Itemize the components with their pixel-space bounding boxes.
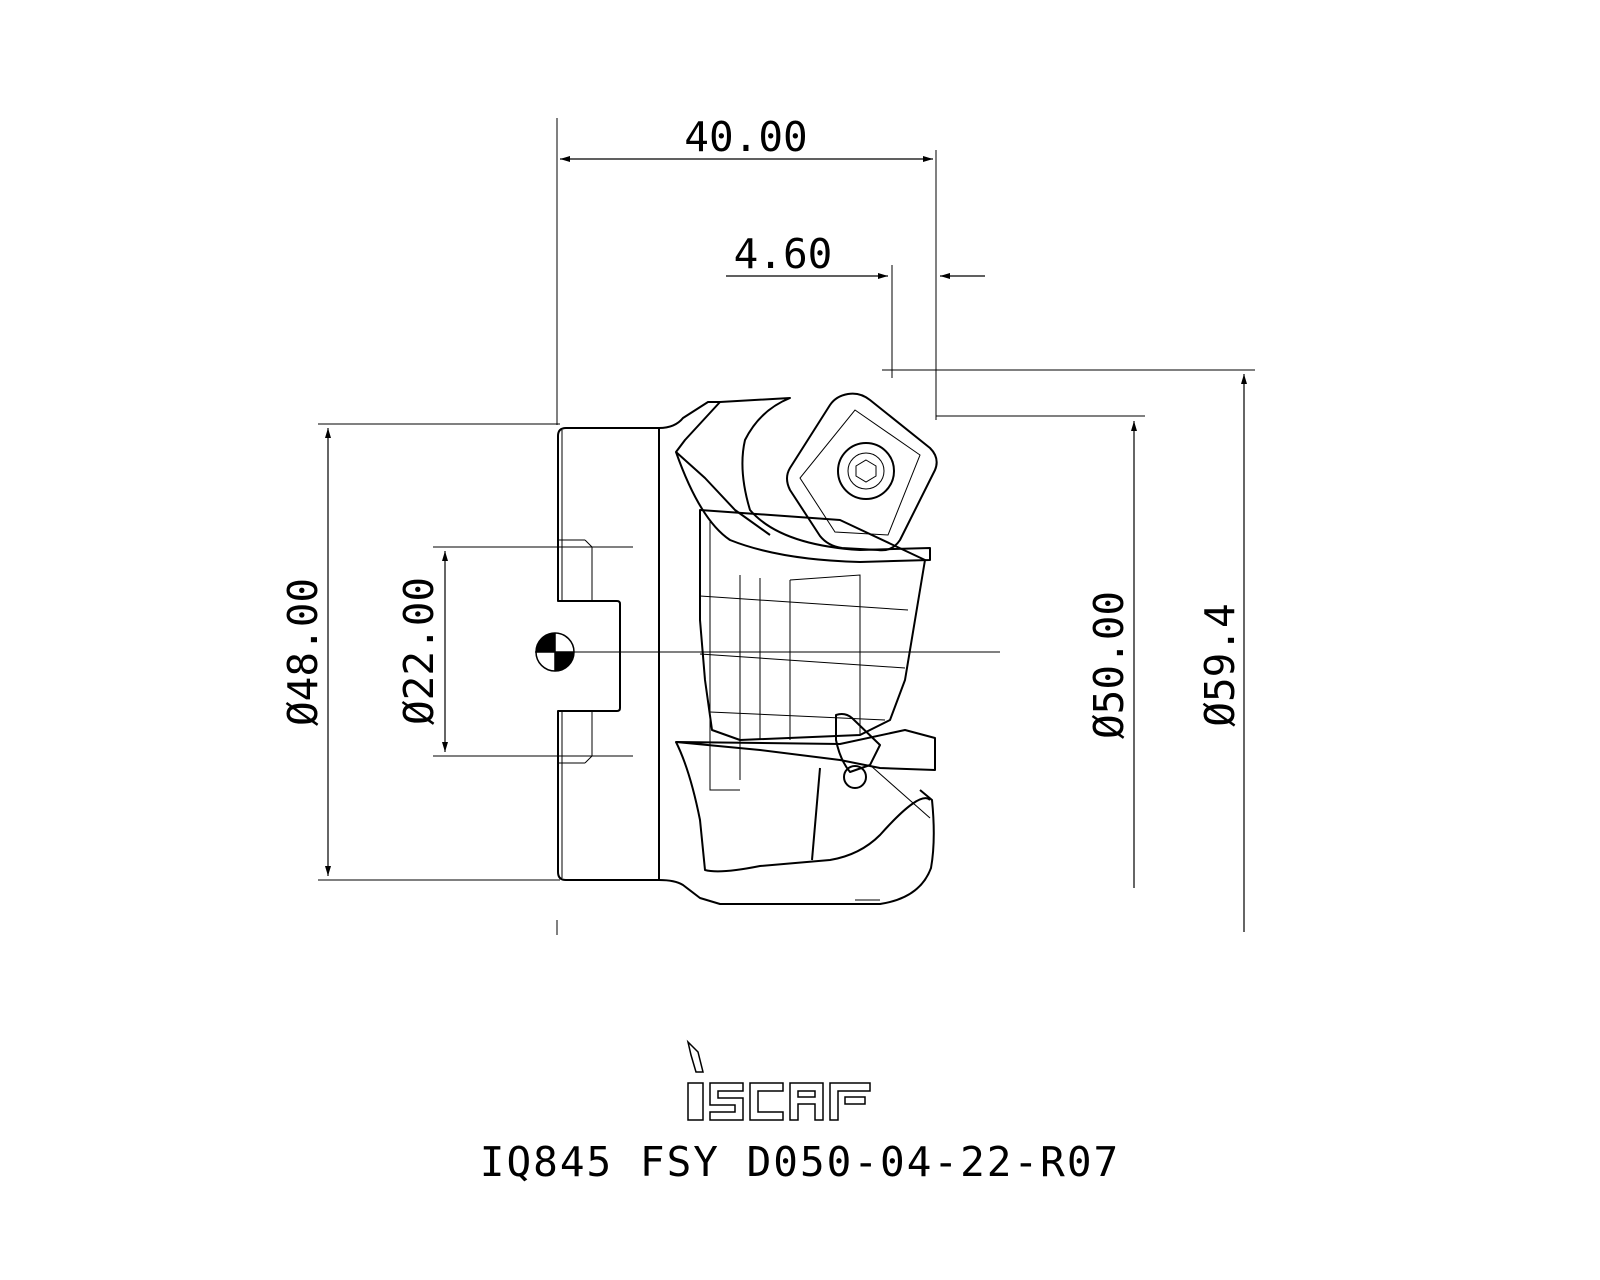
hidden-lines xyxy=(739,574,861,780)
dim-overall-length: 40.00 xyxy=(556,113,937,935)
dim-bore-diameter: Ø22.00 xyxy=(395,546,633,757)
segment-line-1 xyxy=(699,595,909,611)
upper-chip-edge xyxy=(675,451,771,536)
shank-outline xyxy=(557,427,660,881)
logo-letter-i xyxy=(687,1082,704,1121)
logo-letter-a xyxy=(789,1082,824,1121)
dim-label-overall-length: 40.00 xyxy=(684,113,807,161)
tool-body xyxy=(557,392,938,905)
dim-label-body-diameter: Ø48.00 xyxy=(279,578,327,726)
dim-label-max-diameter: Ø59.4 xyxy=(1196,603,1244,726)
body-middle xyxy=(699,509,926,741)
screw-head xyxy=(837,442,895,500)
segment-line-2 xyxy=(699,653,906,669)
dim-label-cutting-diameter: Ø50.00 xyxy=(1085,591,1133,739)
lower-chip-line xyxy=(869,764,931,819)
lower-body xyxy=(675,741,931,873)
dim-label-bore-diameter: Ø22.00 xyxy=(395,577,443,725)
screw-socket xyxy=(847,452,885,490)
neck-bottom xyxy=(658,789,935,905)
logo-dot xyxy=(686,1039,704,1073)
segment-line-3 xyxy=(709,711,886,721)
bore-chamfer-top-2 xyxy=(584,539,593,548)
dim-label-insert-offset: 4.60 xyxy=(734,230,833,278)
dim-cutting-diameter: Ø50.00 xyxy=(936,415,1145,888)
iscar-logo xyxy=(686,1039,871,1121)
dim-body-diameter: Ø48.00 xyxy=(279,423,560,881)
lower-insert-edge xyxy=(675,729,936,771)
dim-insert-offset: 4.60 xyxy=(726,230,985,378)
top-insert-inner xyxy=(799,409,921,536)
logo-letter-r xyxy=(829,1082,871,1121)
lower-screw xyxy=(843,765,867,789)
torx-icon xyxy=(855,459,877,483)
logo-letter-s xyxy=(709,1082,744,1121)
lower-flute xyxy=(811,767,821,861)
bore-chamfer-bottom-2 xyxy=(584,755,593,764)
neck-top xyxy=(658,401,720,429)
center-mark-icon xyxy=(535,632,575,672)
hidden-outline xyxy=(709,520,740,791)
part-number: IQ845 FSY D050-04-22-R07 xyxy=(479,1138,1121,1186)
dim-max-diameter: Ø59.4 xyxy=(882,369,1255,932)
logo-letter-c xyxy=(749,1082,784,1121)
top-insert xyxy=(786,392,938,552)
